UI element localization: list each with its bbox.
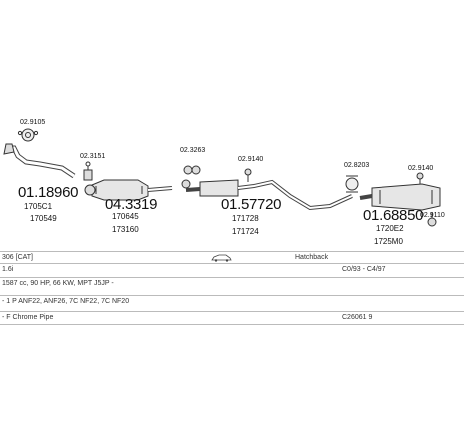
part-label-1725m0: 1725M0: [374, 237, 403, 246]
bolt-02-9140b-drawing: [416, 172, 424, 184]
clamp-02-3151-drawing: [83, 161, 93, 181]
info-row-pipe: - F Chrome Pipe C26061 9: [0, 311, 464, 325]
mount-02-9110-drawing: [427, 212, 437, 227]
part-label-1705c1: 1705C1: [24, 202, 53, 211]
clamp-02-8203-drawing: [345, 175, 359, 193]
part-label-170645: 170645: [112, 212, 139, 221]
part-label-02-3151: 02.3151: [80, 153, 106, 160]
front-pipe-drawing: [3, 143, 76, 179]
info-row-model: 306 [CAT] Hatchback: [0, 251, 464, 264]
part-label-01-57720: 01.57720: [221, 196, 282, 213]
model-text: 306 [CAT]: [2, 254, 33, 261]
engine-text: 1.6i: [2, 266, 14, 273]
part-label-01-18960: 01.18960: [18, 184, 79, 201]
part-label-04-3319: 04.3319: [105, 196, 158, 213]
info-row-engine: 1.6i C0/93 - C4/97: [0, 263, 464, 276]
bolt-02-9140a-drawing: [244, 168, 252, 182]
part-label-171728: 171728: [232, 214, 259, 223]
info-row-spec: 1587 cc, 90 HP, 66 KW, MPT J5JP -: [0, 277, 464, 290]
body-type-text: Hatchback: [295, 254, 329, 261]
part-label-171724: 171724: [232, 227, 259, 236]
mount-02-3263-drawing: [181, 165, 201, 189]
production-dates-text: C0/93 - C4/97: [342, 266, 386, 273]
part-label-02-9140b: 02.9140: [408, 165, 434, 172]
middle-silencer-01-57720-drawing: [185, 179, 353, 211]
pipe-text: - F Chrome Pipe: [2, 314, 54, 321]
gasket-02-9105-drawing: [17, 128, 39, 142]
part-label-173160: 173160: [112, 225, 139, 234]
part-label-02-3263: 02.3263: [180, 147, 206, 154]
engine-spec-text: 1587 cc, 90 HP, 66 KW, MPT J5JP -: [2, 280, 114, 287]
part-label-02-9110: 02.9110: [420, 212, 445, 219]
rear-silencer-01-68850-drawing: [359, 183, 441, 211]
catalyst-04-3319-drawing: [84, 179, 173, 201]
part-label-02-9105: 02.9105: [20, 119, 46, 126]
engine-codes-text: - 1 P ANF22, ANF26, 7C NF22, 7C NF20: [2, 298, 130, 305]
info-row-codes: - 1 P ANF22, ANF26, 7C NF22, 7C NF20: [0, 295, 464, 308]
car-hatchback-icon: [211, 254, 232, 262]
part-label-02-9140a: 02.9140: [238, 156, 264, 163]
part-label-02-8203: 02.8203: [344, 162, 370, 169]
reference-text: C26061 9: [342, 314, 373, 321]
part-label-01-68850: 01.68850: [363, 207, 424, 224]
part-label-170549: 170549: [30, 214, 57, 223]
part-label-1720e2: 1720E2: [376, 224, 404, 233]
